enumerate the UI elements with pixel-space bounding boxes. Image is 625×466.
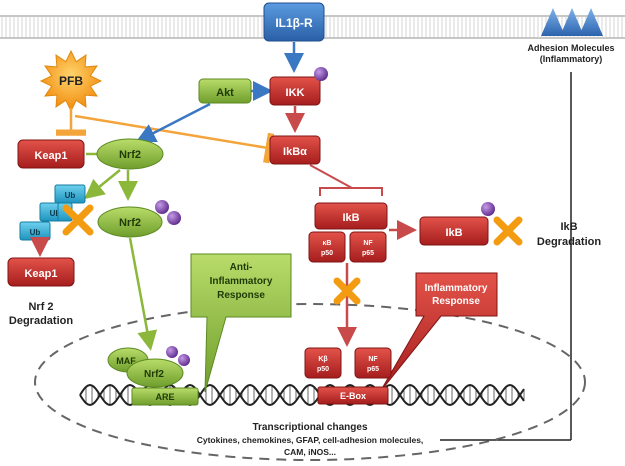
phosphate-icon	[178, 354, 190, 366]
pfb-starburst: PFB	[39, 49, 103, 113]
are-label: ARE	[155, 392, 174, 402]
akt-node: Akt	[198, 78, 252, 104]
il1b-receptor: IL1β-R	[263, 2, 325, 42]
p65-nucleus-label-b: p65	[367, 366, 379, 373]
nrf2-nucleus-label: Nrf2	[144, 369, 164, 380]
phosphate-icon	[314, 67, 328, 81]
ikb-free-label: IkB	[445, 227, 462, 239]
ikb-degradation-label-1: IkB	[560, 221, 577, 233]
receptor-label: IL1β-R	[275, 16, 313, 30]
inflammatory-label-1: Inflammatory	[425, 283, 488, 294]
transcriptional-title: Transcriptional changes	[252, 422, 367, 433]
nrf2-degradation-label-2: Degradation	[9, 315, 73, 327]
pfb-label: PFB	[59, 74, 83, 88]
keap1-bottom-node: Keap1	[7, 257, 75, 287]
akt-label: Akt	[216, 87, 234, 99]
ub-label: Ub	[30, 228, 41, 237]
p65-nucleus-label-a: NF	[368, 356, 378, 363]
block-x-icon	[62, 204, 94, 236]
maf-nrf2-complex: MAF Nrf2	[107, 346, 190, 388]
keap1-top-node: Keap1	[17, 139, 85, 169]
phosphate-icon	[167, 211, 181, 225]
ikb-nfkb-complex: IkB κB p50 NF p65	[308, 187, 388, 263]
ikb-degradation-label-2: Degradation	[537, 236, 601, 248]
phosphate-icon	[166, 346, 178, 358]
nrf2-degradation-label-1: Nrf 2	[28, 301, 53, 313]
block-x-icon	[333, 277, 361, 305]
ub-block: Ub	[54, 184, 86, 204]
nucleus	[34, 303, 586, 461]
adhesion-molecules: Adhesion Molecules (Inflammatory)	[440, 8, 615, 441]
ebox-element: E-Box	[317, 386, 389, 405]
ub-label: Ub	[50, 209, 61, 218]
nrf2-mid-node: Nrf2	[97, 200, 181, 238]
ub-label: Ub	[65, 191, 76, 200]
ikb-free-node: IkB	[419, 202, 495, 246]
anti-inflammatory-label-1: Anti-	[230, 262, 253, 273]
p65-label-a: NF	[363, 240, 373, 247]
phosphate-icon	[155, 200, 169, 214]
ub-block: Ub	[19, 221, 51, 241]
p50-label-b: p50	[321, 250, 333, 257]
ikk-node: IKK	[269, 67, 328, 106]
ikb-complex-label: IkB	[342, 212, 359, 224]
maf-label: MAF	[116, 356, 136, 366]
keap1-top-label: Keap1	[34, 150, 67, 162]
inflammatory-callout: Inflammatory Response	[379, 272, 498, 393]
ikk-label: IKK	[286, 87, 305, 99]
p50-nucleus-label-b: p50	[317, 366, 329, 373]
nfkb-nucleus-complex: Kβ p50 NF p65	[304, 347, 392, 379]
adhesion-label-1: Adhesion Molecules	[527, 43, 614, 53]
nrf2-top-node: Nrf2	[96, 138, 164, 170]
keap1-bottom-label: Keap1	[24, 268, 57, 280]
anti-inflammatory-label-2: Inflammatory	[210, 276, 273, 287]
nrf2-mid-label: Nrf2	[119, 217, 141, 229]
anti-inflammatory-callout: Anti- Inflammatory Response	[190, 253, 292, 393]
adhesion-label-2: (Inflammatory)	[540, 54, 603, 64]
anti-inflammatory-label-3: Response	[217, 290, 265, 301]
p65-label-b: p65	[362, 250, 374, 257]
p50-label-a: κB	[323, 240, 332, 247]
ikba-label: IkBα	[283, 146, 307, 158]
are-element: ARE	[131, 387, 199, 406]
ikba-node: IkBα	[269, 135, 321, 165]
transcriptional-line-2: CAM, iNOS...	[284, 447, 336, 457]
inflammatory-label-2: Response	[432, 296, 480, 307]
phosphate-icon	[481, 202, 495, 216]
transcriptional-line-1: Cytokines, chemokines, GFAP, cell-adhesi…	[197, 435, 424, 445]
block-x-icon	[493, 216, 523, 246]
ebox-label: E-Box	[340, 391, 366, 401]
nrf2-top-label: Nrf2	[119, 149, 141, 161]
p50-nucleus-label-a: Kβ	[318, 356, 328, 363]
